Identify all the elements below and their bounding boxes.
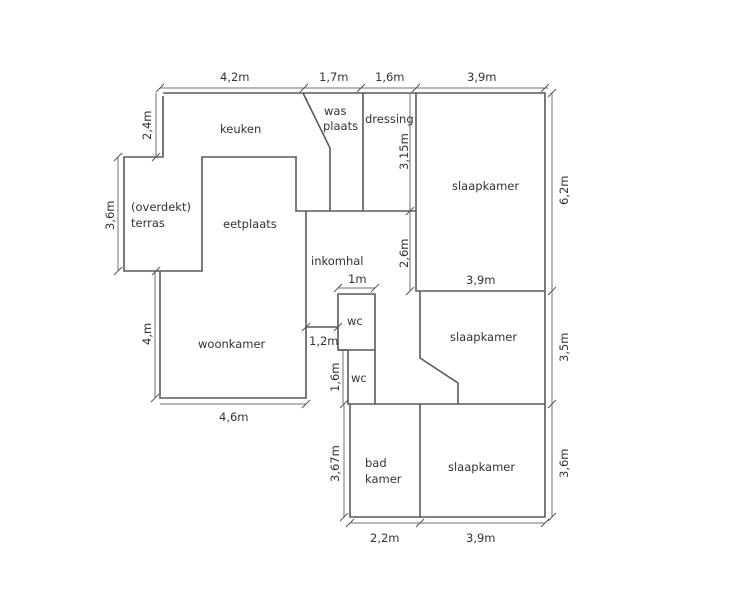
room-terras-1: (overdekt) — [131, 200, 191, 214]
room-dressing: dressing — [365, 112, 414, 126]
room-keuken: keuken — [220, 122, 261, 136]
room-eetplaats: eetplaats — [223, 217, 277, 231]
dim-bad-width: 2,2m — [370, 531, 400, 545]
room-wc-2: wc — [351, 371, 367, 385]
dim-keuken-height: 2,4m — [140, 111, 154, 141]
dim-top-keuken: 4,2m — [220, 70, 250, 84]
room-terras-2: terras — [131, 216, 165, 230]
dim-woonkamer-width: 4,6m — [219, 410, 249, 424]
dim-slaapkamer2-height: 3,5m — [557, 333, 571, 363]
room-slaapkamer-3: slaapkamer — [448, 460, 515, 474]
room-kamer: kamer — [365, 472, 402, 486]
walls — [123, 92, 546, 518]
room-woonkamer: woonkamer — [198, 337, 266, 351]
room-labels: keuken was plaats dressing slaapkamer (o… — [131, 104, 519, 486]
room-plaats: plaats — [323, 119, 358, 133]
dim-dressing-height: 3,15m — [397, 133, 411, 170]
dim-top-slaapkamer: 3,9m — [467, 70, 497, 84]
dim-total-right: 6,2m — [557, 176, 571, 206]
dim-slaapkamer3-height: 3,6m — [557, 449, 571, 479]
dim-slaapkamer3-width: 3,9m — [466, 531, 496, 545]
dimension-lines — [113, 83, 557, 528]
dimension-labels: 4,2m 1,7m 1,6m 3,9m 2,4m 3,6m 4,m 4,6m 3… — [103, 70, 571, 545]
dim-top-dressing: 1,6m — [375, 70, 405, 84]
dim-wc-width: 1m — [348, 272, 367, 286]
room-bad: bad — [365, 456, 387, 470]
room-slaapkamer-1: slaapkamer — [452, 179, 519, 193]
dim-top-was: 1,7m — [319, 70, 349, 84]
room-inkomhal: inkomhal — [311, 254, 364, 268]
room-was: was — [324, 104, 346, 118]
dim-woonkamer-height: 4,m — [140, 323, 154, 345]
room-wc-1: wc — [347, 314, 363, 328]
room-slaapkamer-2: slaapkamer — [450, 330, 517, 344]
dim-bad-height: 3,67m — [328, 445, 342, 482]
dim-terras-height: 3,6m — [103, 201, 117, 231]
dim-slaapkamer1-width: 3,9m — [466, 273, 496, 287]
dim-hal-height: 2,6m — [397, 239, 411, 269]
dim-wc-offset: 1,2m — [309, 334, 339, 348]
dim-wc2-height: 1,6m — [328, 363, 342, 393]
